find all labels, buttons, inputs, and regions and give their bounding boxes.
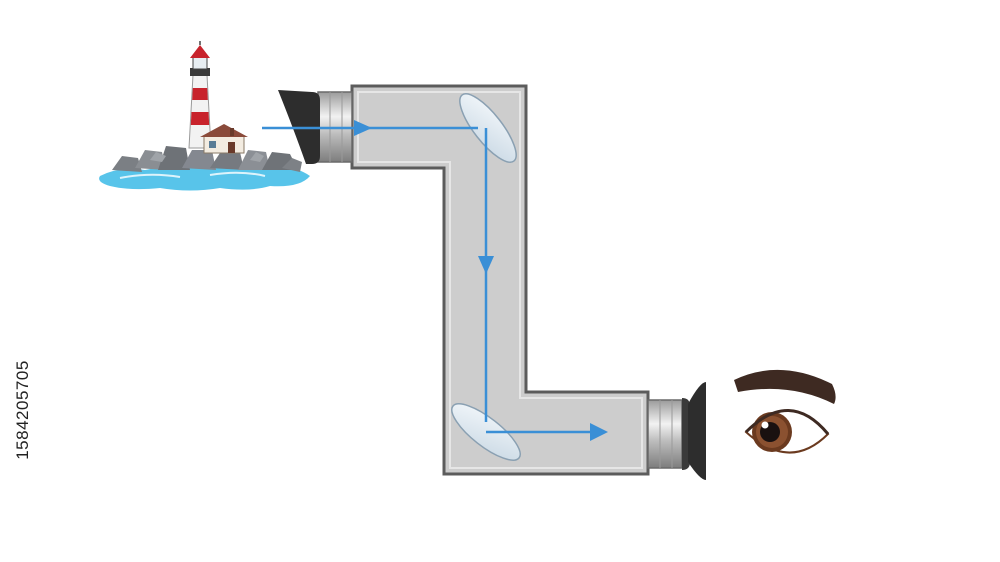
top-mirror xyxy=(459,93,517,163)
periscope-tube xyxy=(350,84,650,476)
eye-icon xyxy=(734,369,836,454)
eyebrow xyxy=(734,369,836,404)
keeper-house xyxy=(200,124,248,154)
lighthouse-tower xyxy=(188,41,212,149)
lighthouse-icon xyxy=(99,41,310,191)
stock-id-label: 1584205705 xyxy=(13,360,33,460)
eyepiece xyxy=(647,382,706,480)
arrow-icon xyxy=(262,120,608,441)
rocks xyxy=(112,146,302,172)
stock-id-text: 1584205705 xyxy=(8,280,38,540)
water xyxy=(99,165,310,191)
